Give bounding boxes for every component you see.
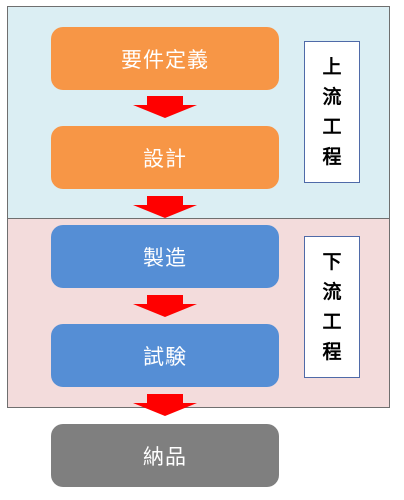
- upstream-phase-char: 程: [322, 146, 342, 168]
- step-delivery: 納品: [51, 424, 279, 487]
- step-testing-label: 試験: [143, 344, 187, 369]
- step-manufacturing: 製造: [51, 225, 279, 288]
- arrow-down-icon: [133, 196, 197, 218]
- step-requirements-label: 要件定義: [121, 47, 209, 72]
- arrow-down-icon: [133, 295, 197, 317]
- upstream-phase-label: 上 流 工 程: [304, 41, 360, 183]
- downstream-phase-char: 工: [322, 311, 342, 333]
- step-manufacturing-label: 製造: [143, 245, 187, 270]
- downstream-phase-label: 下 流 工 程: [304, 236, 360, 378]
- step-design-label: 設計: [143, 146, 187, 171]
- step-requirements: 要件定義: [51, 27, 279, 90]
- step-design: 設計: [51, 126, 279, 189]
- downstream-phase-char: 下: [322, 251, 342, 273]
- upstream-phase-char: 工: [322, 116, 342, 138]
- downstream-phase-char: 程: [322, 341, 342, 363]
- arrow-down-icon: [133, 394, 197, 416]
- upstream-phase-char: 上: [322, 56, 342, 78]
- step-testing: 試験: [51, 324, 279, 387]
- downstream-phase-char: 流: [322, 281, 342, 303]
- upstream-phase-char: 流: [322, 86, 342, 108]
- arrow-down-icon: [133, 96, 197, 118]
- step-delivery-label: 納品: [143, 444, 187, 469]
